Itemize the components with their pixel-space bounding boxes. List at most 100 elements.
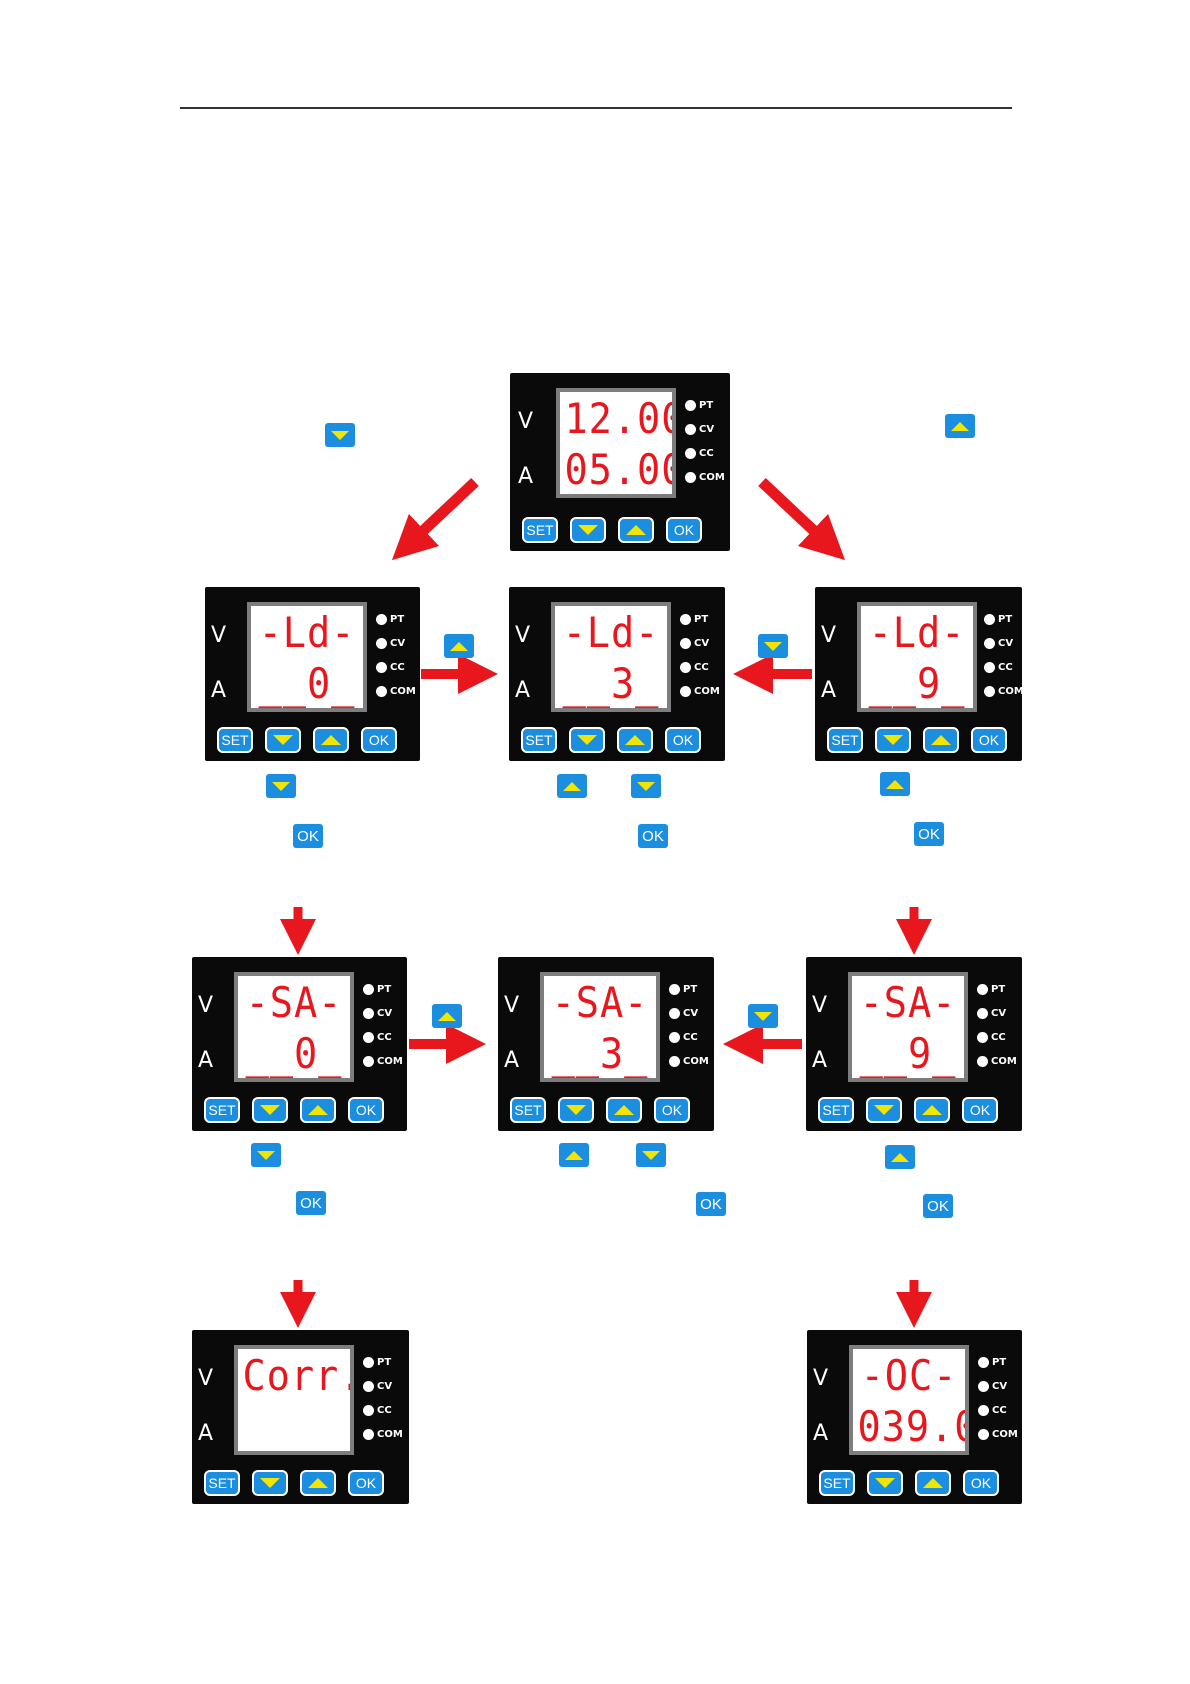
down-button[interactable]	[866, 1097, 902, 1123]
indicator-cc: CC	[977, 1025, 1017, 1049]
set-button[interactable]: SET	[819, 1470, 855, 1496]
down-button[interactable]	[252, 1097, 288, 1123]
up-triangle-icon	[923, 1478, 943, 1488]
ok-button[interactable]: OK	[348, 1097, 384, 1123]
ok-button[interactable]: OK	[666, 517, 702, 543]
set-button[interactable]: SET	[827, 727, 863, 753]
ok-button[interactable]: OK	[665, 727, 701, 753]
device-top: V A 12.00 05.00 PT CV CC COM SET OK	[510, 373, 730, 551]
indicator-list: PT CV CC COM	[376, 607, 416, 703]
set-button[interactable]: SET	[510, 1097, 546, 1123]
indicator-cv: CV	[680, 631, 720, 655]
ok-key-icon: OK	[923, 1194, 953, 1218]
set-button[interactable]: SET	[217, 727, 253, 753]
voltage-label: V	[812, 995, 827, 1017]
down-button[interactable]	[570, 517, 606, 543]
button-row: SET OK	[819, 1470, 999, 1496]
indicator-pt: PT	[680, 607, 720, 631]
lcd-screen: -Ld- __9_	[857, 602, 977, 712]
ok-button[interactable]: OK	[963, 1470, 999, 1496]
indicator-list: PT CV CC COM	[685, 393, 725, 489]
current-label: A	[198, 1050, 213, 1072]
indicator-pt: PT	[376, 607, 416, 631]
display-line-1: 12.00	[564, 398, 667, 440]
down-button[interactable]	[265, 727, 301, 753]
indicator-cv: CV	[685, 417, 725, 441]
lcd-screen: -SA- __0_	[234, 972, 354, 1082]
display-line-1: -SA-	[242, 982, 345, 1024]
ok-button[interactable]: OK	[971, 727, 1007, 753]
down-key-icon	[758, 634, 788, 658]
set-button[interactable]: SET	[818, 1097, 854, 1123]
ok-button[interactable]: OK	[348, 1470, 384, 1496]
indicator-cc: CC	[363, 1398, 403, 1422]
up-button[interactable]	[617, 727, 653, 753]
up-key-icon	[432, 1004, 462, 1028]
indicator-cc: CC	[984, 655, 1024, 679]
indicator-cv: CV	[363, 1374, 403, 1398]
up-button[interactable]	[914, 1097, 950, 1123]
indicator-cv: CV	[363, 1001, 403, 1025]
up-button[interactable]	[923, 727, 959, 753]
indicator-com: COM	[680, 679, 720, 703]
current-label: A	[515, 680, 530, 702]
down-button[interactable]	[875, 727, 911, 753]
current-label: A	[518, 466, 533, 488]
up-key-icon	[945, 414, 975, 438]
set-button[interactable]: SET	[204, 1097, 240, 1123]
up-button[interactable]	[300, 1470, 336, 1496]
indicator-cv: CV	[376, 631, 416, 655]
voltage-label: V	[515, 625, 530, 647]
display-line-2: __0_	[242, 1033, 345, 1075]
voltage-label: V	[504, 995, 519, 1017]
indicator-com: COM	[977, 1049, 1017, 1073]
set-button[interactable]: SET	[204, 1470, 240, 1496]
current-label: A	[211, 680, 226, 702]
button-row: SET OK	[522, 517, 702, 543]
up-triangle-icon	[922, 1105, 942, 1115]
display-line-1: -Ld-	[255, 612, 358, 654]
arrow-top-left	[408, 482, 475, 545]
voltage-label: V	[821, 625, 836, 647]
button-row: SET OK	[204, 1097, 384, 1123]
indicator-cv: CV	[977, 1001, 1017, 1025]
down-key-icon	[325, 423, 355, 447]
button-row: SET OK	[818, 1097, 998, 1123]
ok-button[interactable]: OK	[361, 727, 397, 753]
indicator-pt: PT	[984, 607, 1024, 631]
voltage-label: V	[211, 625, 226, 647]
indicator-list: PT CV CC COM	[978, 1350, 1018, 1446]
indicator-cc: CC	[363, 1025, 403, 1049]
up-button[interactable]	[915, 1470, 951, 1496]
indicator-pt: PT	[977, 977, 1017, 1001]
display-line-2: __9_	[865, 663, 968, 705]
up-key-icon	[557, 774, 587, 798]
down-button[interactable]	[558, 1097, 594, 1123]
arrow-top-right	[762, 482, 829, 545]
down-triangle-icon	[260, 1478, 280, 1488]
up-triangle-icon	[626, 525, 646, 535]
ok-key-icon: OK	[296, 1191, 326, 1215]
down-button[interactable]	[252, 1470, 288, 1496]
indicator-pt: PT	[363, 977, 403, 1001]
indicator-list: PT CV CC COM	[984, 607, 1024, 703]
display-line-2: __0_	[255, 663, 358, 705]
device-oc: V A -OC- 039.0 PT CV CC COM SET OK	[807, 1330, 1022, 1504]
ok-key-icon: OK	[293, 824, 323, 848]
device-ld9: V A -Ld- __9_ PT CV CC COM SET OK	[815, 587, 1022, 761]
up-button[interactable]	[606, 1097, 642, 1123]
up-button[interactable]	[618, 517, 654, 543]
lcd-screen: -OC- 039.0	[849, 1345, 969, 1455]
up-button[interactable]	[313, 727, 349, 753]
display-line-1: -SA-	[548, 982, 651, 1024]
set-button[interactable]: SET	[522, 517, 558, 543]
up-key-icon	[559, 1143, 589, 1167]
down-button[interactable]	[569, 727, 605, 753]
ok-button[interactable]: OK	[654, 1097, 690, 1123]
ok-button[interactable]: OK	[962, 1097, 998, 1123]
up-button[interactable]	[300, 1097, 336, 1123]
down-button[interactable]	[867, 1470, 903, 1496]
set-button[interactable]: SET	[521, 727, 557, 753]
up-key-icon	[885, 1145, 915, 1169]
device-corr: V A Corr. PT CV CC COM SET OK	[192, 1330, 409, 1504]
